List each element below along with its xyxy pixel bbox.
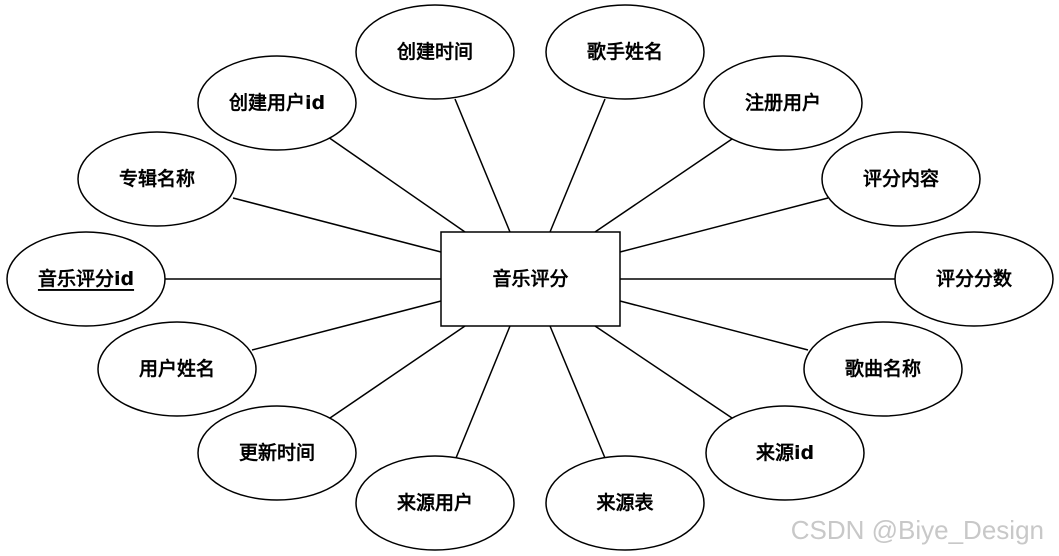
attribute-label: 创建时间 (396, 40, 473, 63)
watermark-text: CSDN @Biye_Design (791, 515, 1044, 545)
attribute-label: 来源用户 (397, 491, 473, 514)
attribute-label: 创建用户id (228, 91, 325, 114)
attribute-ellipse (197, 405, 357, 501)
attribute-label: 用户姓名 (139, 357, 215, 380)
connector-line (619, 300, 809, 351)
attribute-ellipse (705, 405, 865, 501)
connector-line (232, 197, 442, 253)
attribute-ellipse (821, 131, 981, 227)
connector-line (549, 325, 606, 459)
attribute-ellipse (77, 131, 237, 227)
attribute-ellipse (803, 321, 963, 417)
connector-line (454, 98, 511, 233)
attribute-ellipse (355, 455, 515, 551)
attribute-ellipse (97, 321, 257, 417)
connector-line (327, 136, 466, 233)
connector-line (455, 325, 511, 459)
entity-box: 音乐评分 (440, 231, 621, 327)
connector-lines (165, 98, 895, 459)
attribute-update-time: 更新时间 (197, 405, 357, 501)
attribute-label: 来源表 (596, 491, 654, 514)
attribute-ellipse (197, 55, 357, 151)
connector-line (329, 325, 466, 419)
attribute-ellipse (894, 231, 1054, 327)
attribute-rating-score: 评分分数 (894, 231, 1054, 327)
connector-line (594, 138, 733, 233)
connector-line (594, 325, 733, 419)
attribute-song-name: 歌曲名称 (803, 321, 963, 417)
attribute-label: 歌手姓名 (587, 40, 663, 63)
attribute-registered-user: 注册用户 (703, 55, 863, 151)
attribute-ellipse (545, 455, 705, 551)
attribute-source-user: 来源用户 (355, 455, 515, 551)
attribute-label: 来源id (756, 441, 814, 464)
attribute-label: 更新时间 (239, 441, 315, 464)
attribute-source-table: 来源表 (545, 455, 705, 551)
attribute-ellipse (355, 4, 515, 100)
primary-key-label: 音乐评分id (38, 267, 134, 290)
attribute-source-id: 来源id (705, 405, 865, 501)
attribute-label: 评分分数 (936, 267, 1013, 290)
attribute-create-time: 创建时间 (355, 4, 515, 100)
entity-label: 音乐评分 (492, 267, 568, 290)
attribute-rating-content: 评分内容 (821, 131, 981, 227)
attribute-user-name: 用户姓名 (97, 321, 257, 417)
attribute-singer-name: 歌手姓名 (545, 4, 705, 100)
attribute-album-name: 专辑名称 (77, 131, 237, 227)
attribute-ellipse (703, 55, 863, 151)
attribute-label: 专辑名称 (119, 167, 195, 190)
entity-rect (440, 231, 621, 327)
attribute-label: 歌曲名称 (845, 357, 921, 380)
connector-line (549, 98, 606, 233)
attribute-label: 评分内容 (863, 167, 939, 190)
connector-line (251, 300, 442, 351)
attribute-label: 注册用户 (745, 91, 821, 114)
attribute-ellipse (6, 231, 166, 327)
attribute-ellipse (545, 4, 705, 100)
connector-line (619, 197, 829, 253)
attribute-music-rating-id: 音乐评分id (6, 231, 166, 327)
attribute-create-user-id: 创建用户id (197, 55, 357, 151)
